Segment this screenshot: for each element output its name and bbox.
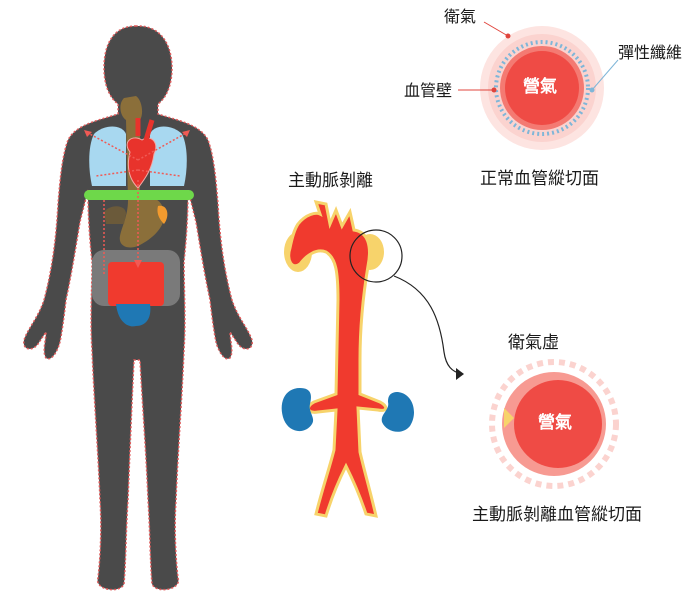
label-weiqi-deficient: 衛氣虛 [508,333,559,353]
right-lung [150,126,187,186]
left-lung [89,126,126,186]
normal-vessel-section [458,21,619,150]
normal-vessel-core [505,51,579,125]
diaphragm-bar [84,190,194,200]
dissected-vessel-core [514,380,602,468]
label-normal-section: 正常血管縱切面 [480,169,599,189]
aorta-vessel [287,200,388,518]
aorta-illustration [281,200,464,518]
human-body-figure [23,25,253,591]
left-kidney [281,388,314,432]
zoom-arrow [393,275,463,375]
label-vessel-wall: 血管壁 [404,81,453,100]
esophagus [119,96,165,248]
magnifier-circle [349,229,403,283]
elastic-fiber-ring [494,40,590,136]
label-aortic-dissection: 主動脈剝離 [288,171,373,191]
bladder [116,304,151,327]
dissection-tear [504,408,514,428]
right-kidney [381,392,414,432]
label-yingqi-top: 營氣 [523,77,557,97]
label-weiqi-top: 衛氣 [444,7,477,26]
label-yingqi-bottom: 營氣 [538,413,572,433]
label-elastic-fiber: 彈性纖維 [618,43,683,62]
dissected-vessel-section [489,359,619,489]
label-dissection-section: 主動脈剝離血管縱切面 [472,505,642,525]
heart [126,137,157,189]
